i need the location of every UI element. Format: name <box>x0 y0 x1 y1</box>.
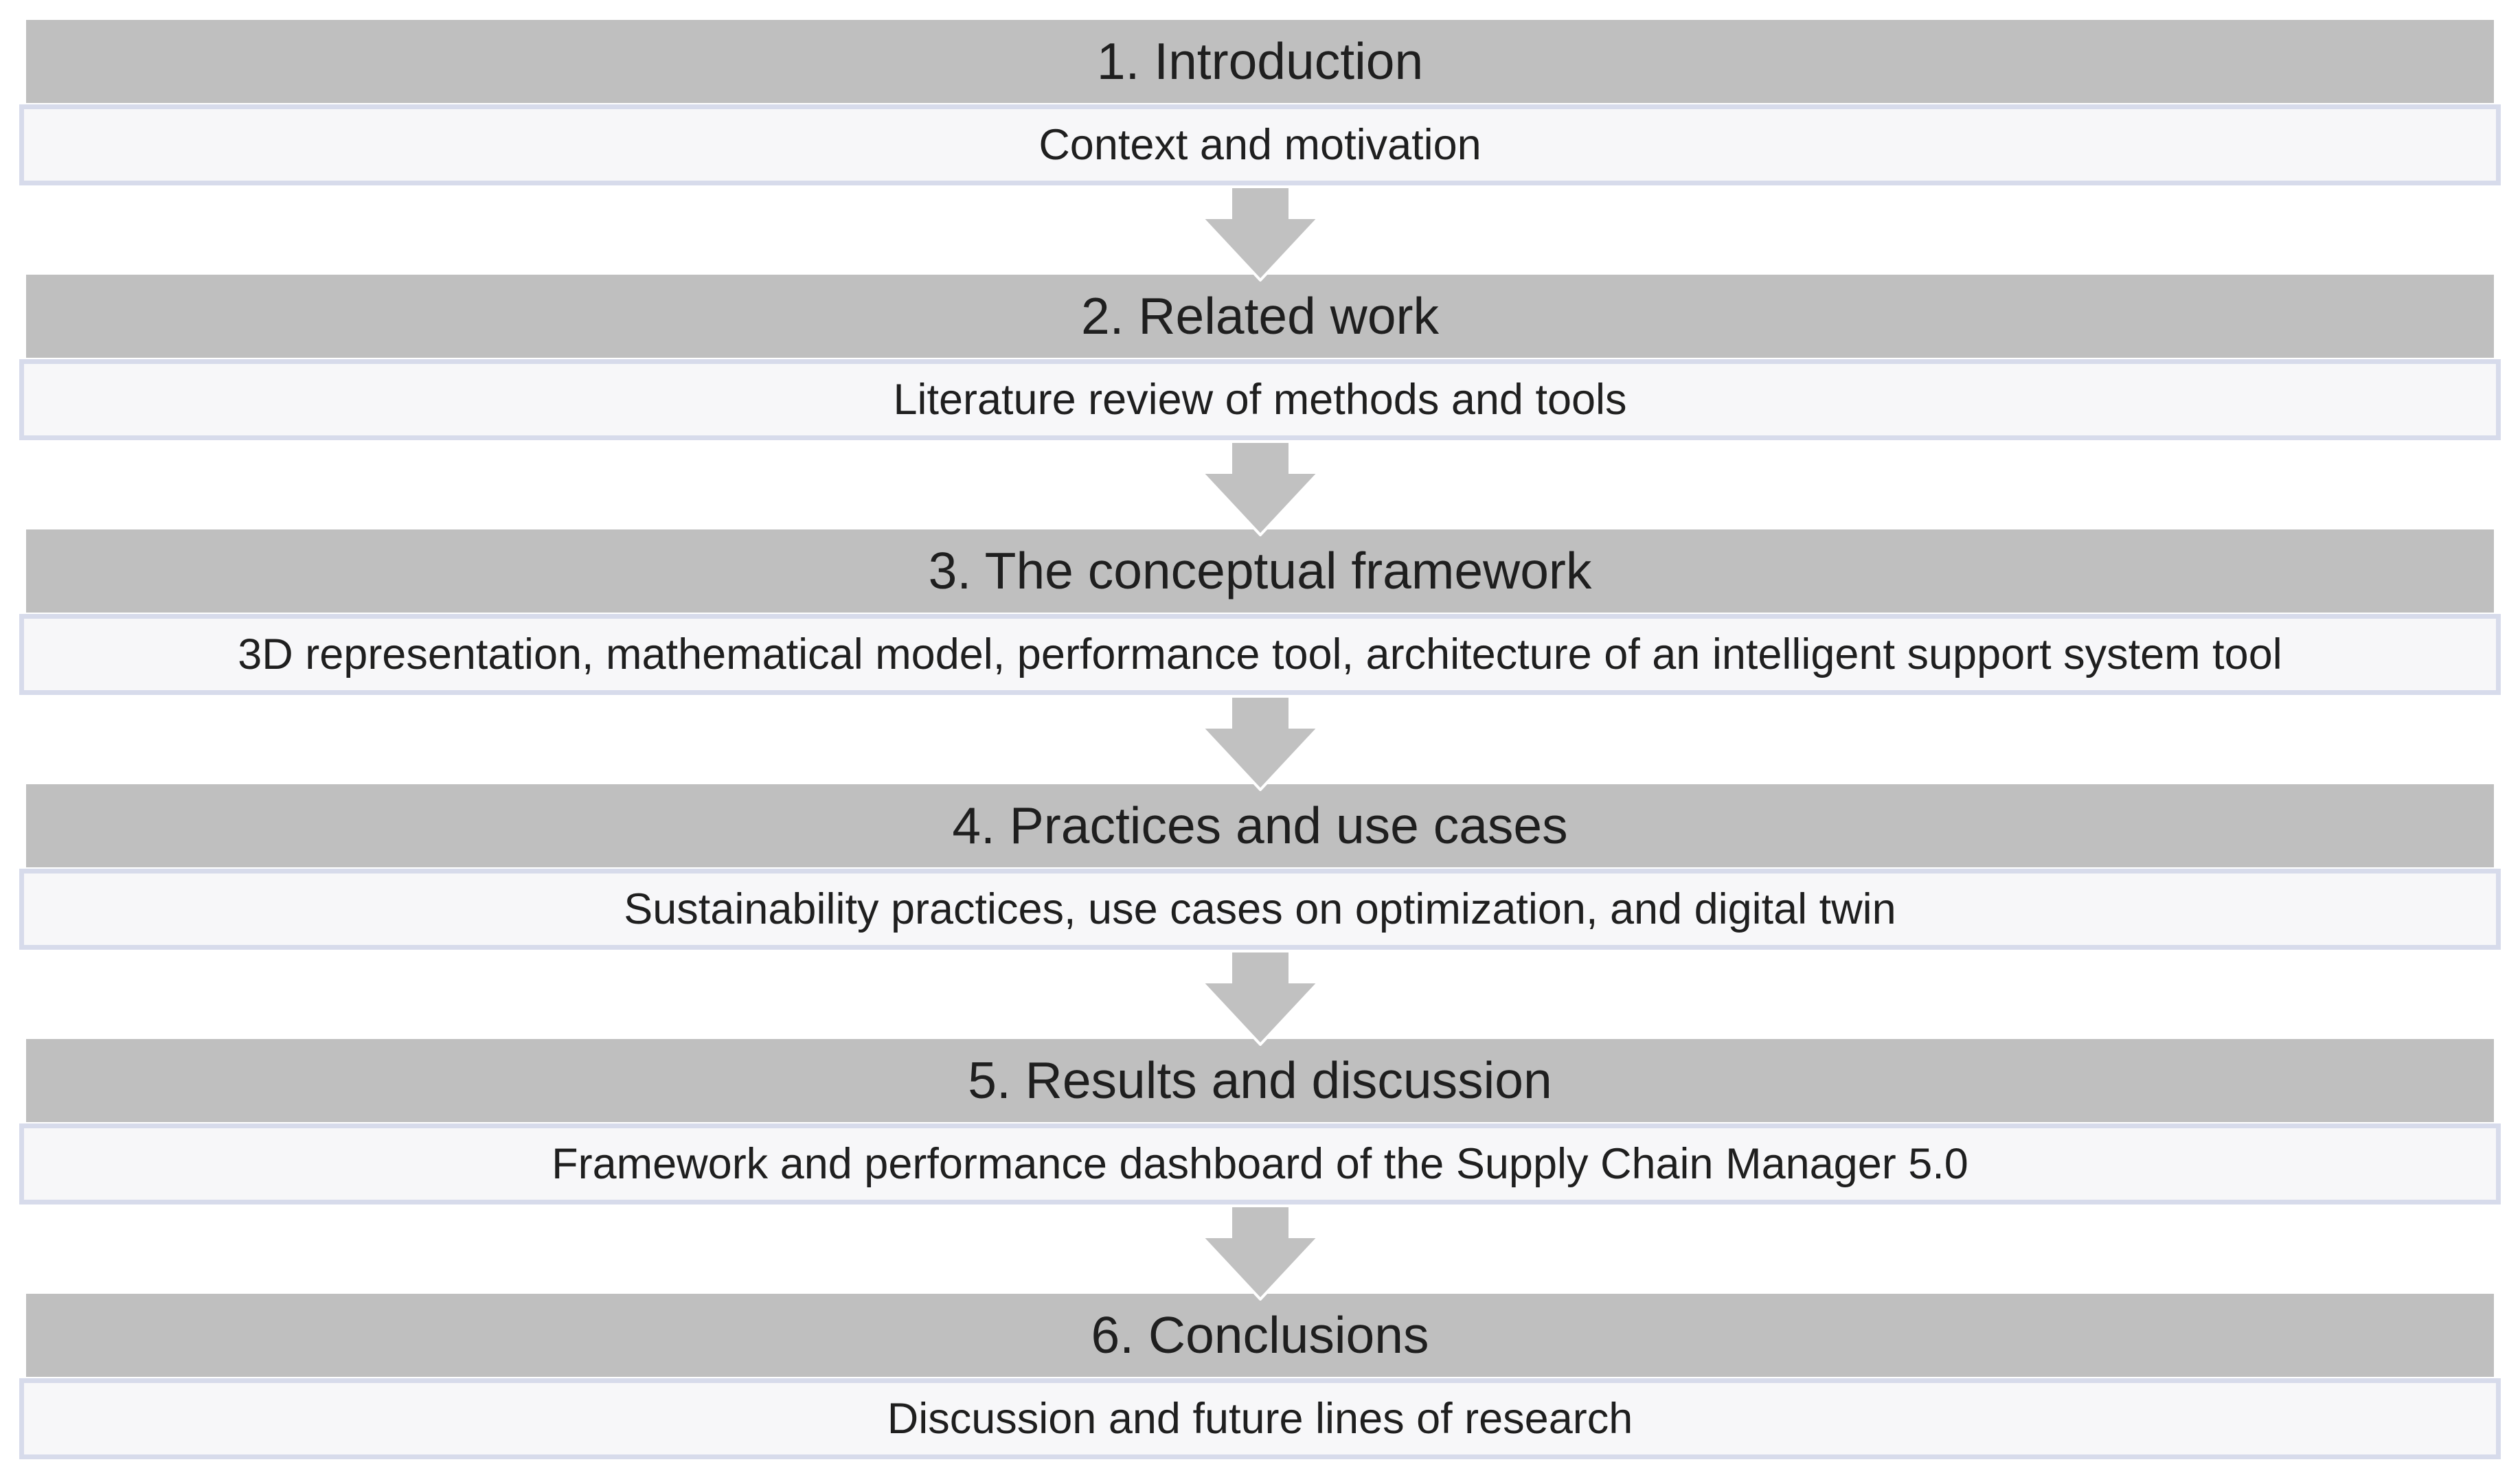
step-title: 5. Results and discussion <box>968 1051 1552 1109</box>
step-title-bar: 3. The conceptual framework <box>26 529 2494 613</box>
flow-step-3: 3. The conceptual framework 3D represent… <box>0 529 2520 695</box>
step-title-bar: 4. Practices and use cases <box>26 784 2494 867</box>
flow-arrow <box>0 695 2520 791</box>
flow-step-6: 6. Conclusions Discussion and future lin… <box>0 1294 2520 1459</box>
flow-arrow <box>0 1204 2520 1301</box>
step-title-bar: 6. Conclusions <box>26 1294 2494 1377</box>
step-title: 1. Introduction <box>1096 32 1424 90</box>
down-arrow-icon <box>1201 185 1319 282</box>
step-subtitle: Framework and performance dashboard of t… <box>552 1139 1968 1188</box>
step-title: 2. Related work <box>1080 287 1440 345</box>
down-arrow-icon <box>1201 950 1319 1046</box>
step-subtitle-box: Discussion and future lines of research <box>19 1378 2501 1459</box>
flow-arrow <box>0 440 2520 536</box>
flow-arrow <box>0 185 2520 282</box>
down-arrow-icon <box>1201 695 1319 791</box>
step-subtitle-box: Framework and performance dashboard of t… <box>19 1123 2501 1204</box>
flow-step-1: 1. Introduction Context and motivation <box>0 20 2520 185</box>
step-subtitle: Sustainability practices, use cases on o… <box>624 884 1896 933</box>
step-subtitle-box: Context and motivation <box>19 104 2501 185</box>
step-title-bar: 5. Results and discussion <box>26 1039 2494 1122</box>
flow-step-5: 5. Results and discussion Framework and … <box>0 1039 2520 1204</box>
step-subtitle-box: Literature review of methods and tools <box>19 359 2501 440</box>
step-subtitle-box: Sustainability practices, use cases on o… <box>19 869 2501 950</box>
flow-step-4: 4. Practices and use cases Sustainabilit… <box>0 784 2520 950</box>
down-arrow-icon <box>1201 1204 1319 1301</box>
step-title: 4. Practices and use cases <box>952 797 1568 854</box>
step-subtitle: Discussion and future lines of research <box>887 1394 1633 1443</box>
step-title: 3. The conceptual framework <box>928 542 1592 600</box>
step-title: 6. Conclusions <box>1091 1306 1429 1364</box>
step-subtitle: Literature review of methods and tools <box>893 375 1627 424</box>
step-subtitle: 3D representation, mathematical model, p… <box>238 630 2282 678</box>
step-subtitle-box: 3D representation, mathematical model, p… <box>19 614 2501 695</box>
flow-arrow <box>0 950 2520 1046</box>
flow-step-2: 2. Related work Literature review of met… <box>0 275 2520 440</box>
step-subtitle: Context and motivation <box>1038 120 1482 169</box>
down-arrow-icon <box>1201 440 1319 536</box>
step-title-bar: 1. Introduction <box>26 20 2494 103</box>
step-title-bar: 2. Related work <box>26 275 2494 358</box>
